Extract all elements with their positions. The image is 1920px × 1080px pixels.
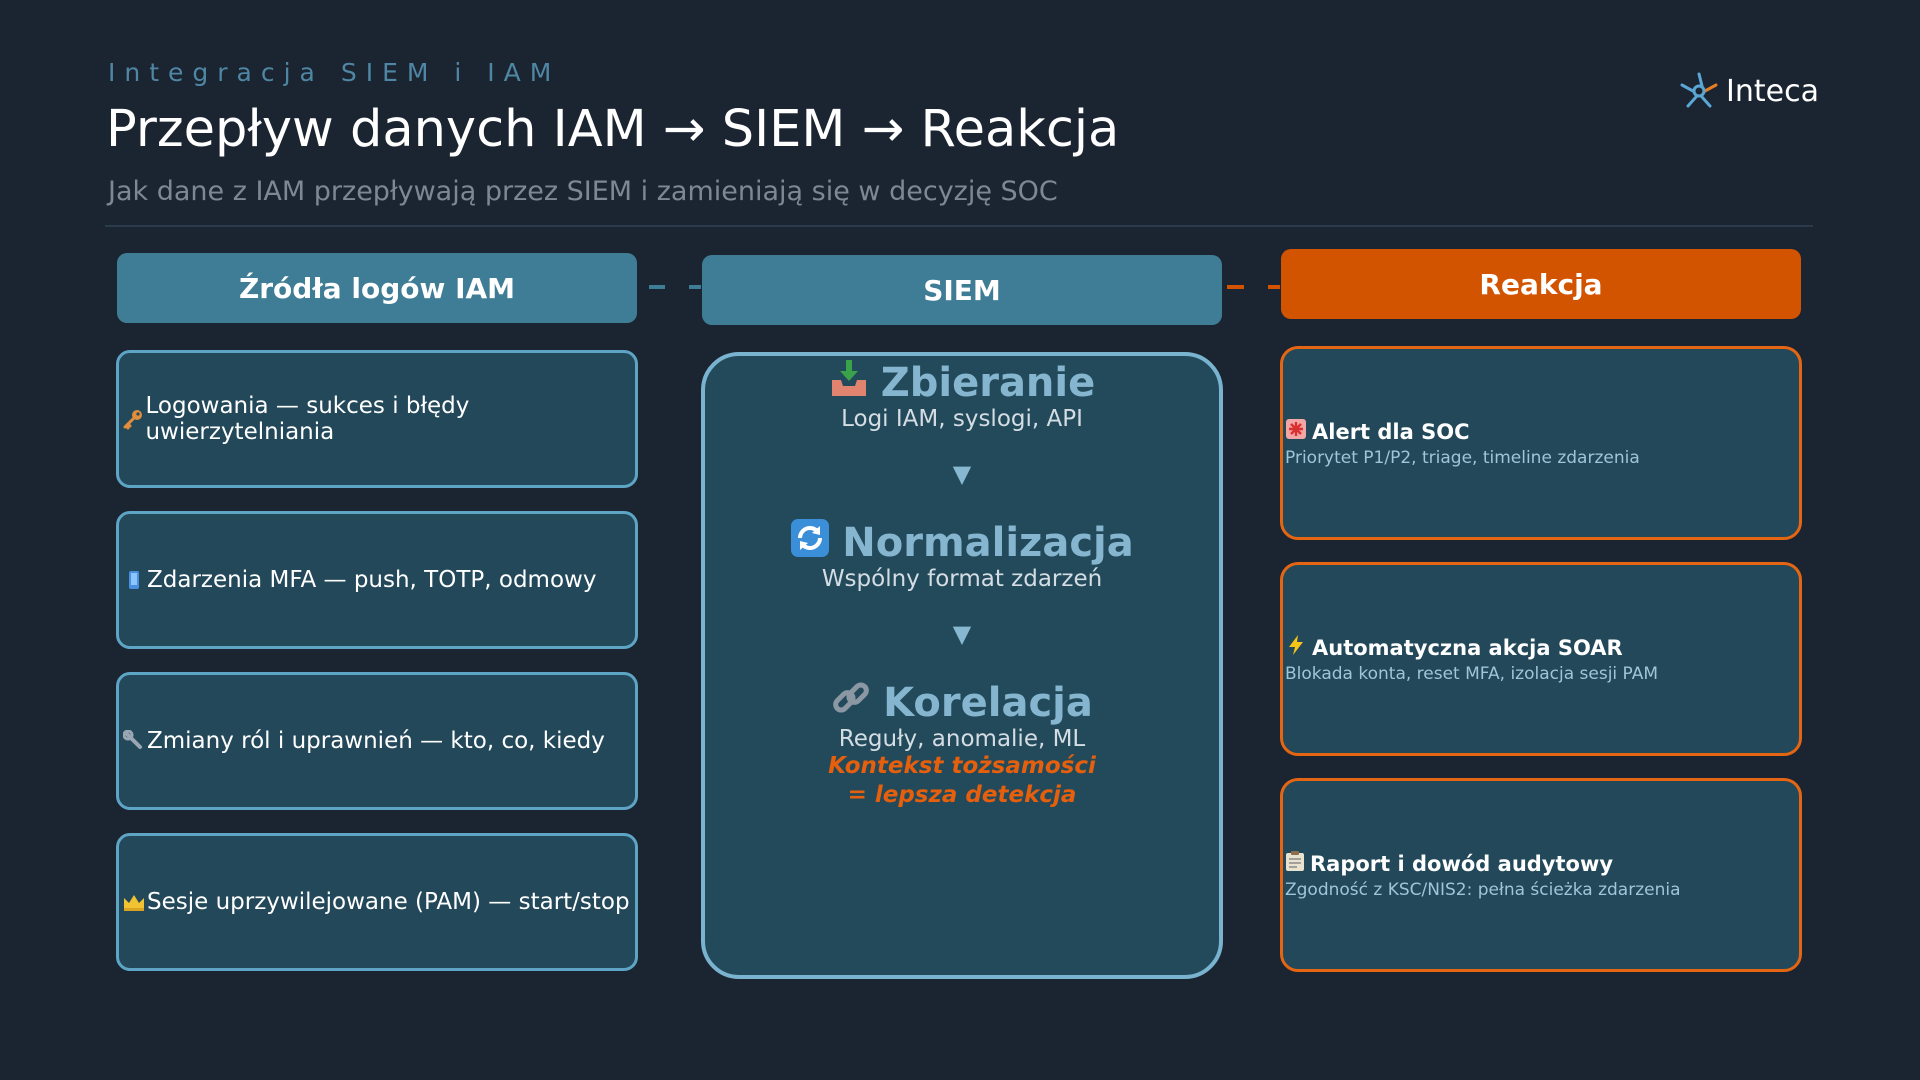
- logo-text: Inteca: [1726, 73, 1819, 109]
- siem-step-collect: Zbieranie Logi IAM, syslogi, API: [705, 358, 1219, 432]
- phone-icon: [121, 570, 147, 590]
- source-item-roles: Zmiany ról i uprawnień — kto, co, kiedy: [116, 672, 638, 810]
- siem-step-desc: Reguły, anomalie, ML: [838, 726, 1086, 752]
- source-item-logins: Logowania — sukces i błędy uwierzytelnia…: [116, 350, 638, 488]
- reaction-item-desc: Blokada konta, reset MFA, izolacja sesji…: [1285, 664, 1659, 684]
- clipboard-icon: [1285, 850, 1305, 877]
- source-item-label: Sesje uprzywilejowane (PAM) — start/stop: [147, 889, 630, 915]
- connector-dash: [1268, 285, 1280, 289]
- reaction-item-title: Raport i dowód audytowy: [1310, 851, 1614, 876]
- reaction-item-desc: Priorytet P1/P2, triage, timeline zdarze…: [1285, 448, 1640, 468]
- source-item-pam: Sesje uprzywilejowane (PAM) — start/stop: [116, 833, 638, 971]
- sources-header: Źródła logów IAM: [117, 253, 637, 323]
- siren-icon: [1285, 418, 1307, 445]
- connector-dash: [649, 285, 665, 289]
- refresh-icon: [790, 518, 830, 568]
- source-item-label: Zdarzenia MFA — push, TOTP, odmowy: [147, 567, 597, 593]
- reaction-item-desc: Zgodność z KSC/NIS2: pełna ścieżka zdarz…: [1285, 880, 1681, 900]
- down-arrow-icon: ▼: [952, 620, 972, 648]
- connector-dash: [1227, 285, 1244, 289]
- page-title: Przepływ danych IAM → SIEM → Reakcja: [106, 100, 1120, 159]
- source-item-label: Zmiany ról i uprawnień — kto, co, kiedy: [147, 728, 605, 754]
- inbox-download-icon: [829, 358, 869, 408]
- siem-step-title: Normalizacja: [842, 520, 1134, 566]
- eyebrow-label: Integracja SIEM i IAM: [108, 58, 561, 87]
- reaction-header: Reakcja: [1281, 249, 1801, 319]
- siem-step-title: Zbieranie: [880, 360, 1096, 406]
- key-icon: [121, 408, 145, 430]
- wrench-icon: [121, 730, 147, 752]
- crown-icon: [121, 892, 147, 912]
- source-item-mfa: Zdarzenia MFA — push, TOTP, odmowy: [116, 511, 638, 649]
- siem-step-desc: Logi IAM, syslogi, API: [841, 406, 1083, 432]
- siem-header: SIEM: [702, 255, 1222, 325]
- siem-step-note: = lepsza detekcja: [847, 782, 1077, 808]
- reaction-item-title: Alert dla SOC: [1312, 419, 1470, 444]
- reaction-item-soar: Automatyczna akcja SOAR Blokada konta, r…: [1280, 562, 1802, 756]
- reaction-item-title: Automatyczna akcja SOAR: [1312, 635, 1623, 660]
- connector-dash: [689, 285, 701, 289]
- page-subtitle: Jak dane z IAM przepływają przez SIEM i …: [108, 176, 1058, 207]
- logo: Inteca: [1678, 70, 1819, 112]
- siem-step-correlate: Korelacja Reguły, anomalie, ML Kontekst …: [705, 678, 1219, 810]
- lightning-icon: [1285, 634, 1307, 661]
- siem-step-note: Kontekst tożsamości: [828, 753, 1096, 779]
- down-arrow-icon: ▼: [952, 460, 972, 488]
- reaction-item-alert: Alert dla SOC Priorytet P1/P2, triage, t…: [1280, 346, 1802, 540]
- reaction-item-report: Raport i dowód audytowy Zgodność z KSC/N…: [1280, 778, 1802, 972]
- link-icon: [831, 678, 871, 728]
- source-item-label: Logowania — sukces i błędy uwierzytelnia…: [145, 393, 470, 445]
- siem-step-normalize: Normalizacja Wspólny format zdarzeń: [705, 518, 1219, 592]
- siem-step-title: Korelacja: [883, 680, 1093, 726]
- siem-step-desc: Wspólny format zdarzeń: [821, 566, 1103, 592]
- siem-pipeline-box: Zbieranie Logi IAM, syslogi, API ▼ Norma…: [701, 352, 1223, 979]
- header-divider: [105, 225, 1813, 227]
- inteca-star-icon: [1680, 72, 1718, 108]
